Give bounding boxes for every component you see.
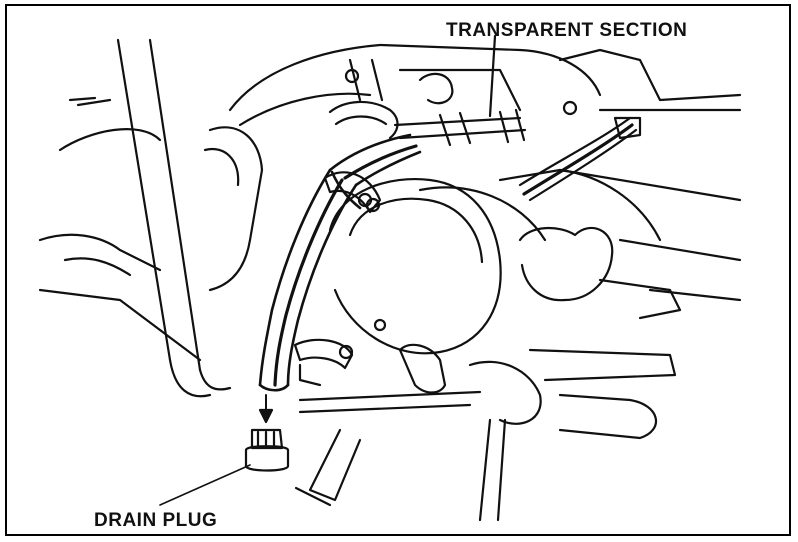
hose-clamps xyxy=(293,171,382,387)
engine-top xyxy=(228,43,742,140)
side-cover-left xyxy=(38,96,264,362)
diagram-frame xyxy=(5,4,791,536)
drain-arrow xyxy=(258,394,274,424)
transparent-section-label: TRANSPARENT SECTION xyxy=(446,20,688,41)
transparent-tube xyxy=(393,34,527,147)
frame-tube xyxy=(116,38,232,398)
right-hose xyxy=(518,116,642,202)
drain-hose xyxy=(258,133,422,392)
drain-plug-label: DRAIN PLUG xyxy=(94,510,218,531)
drain-plug-leader xyxy=(159,464,251,506)
footpeg-lever xyxy=(298,278,682,440)
stand xyxy=(294,418,507,522)
drain-plug-icon xyxy=(244,428,290,472)
